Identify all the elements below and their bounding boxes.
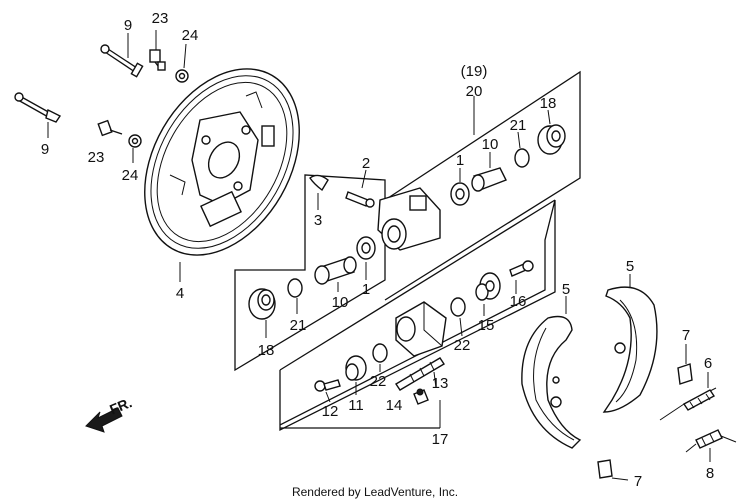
callout-7-lower: 7 [634, 473, 642, 490]
spring-6 [659, 387, 717, 421]
spring-21-upper [514, 148, 530, 168]
pin-14 [413, 388, 429, 405]
nut-24-left [128, 134, 142, 148]
callout-9-top: 9 [124, 17, 132, 34]
callout-8: 8 [706, 465, 714, 482]
callout-7-upper: 7 [682, 327, 690, 344]
callout-21-lower: 21 [290, 317, 307, 334]
direction-label: FR. [107, 394, 134, 417]
callout-22-lower: 22 [370, 373, 387, 390]
spring-8 [685, 429, 737, 453]
callout-24-top: 24 [182, 27, 199, 44]
piston-10-upper [471, 167, 507, 192]
bolt-9-top [100, 44, 144, 78]
callout-15: 15 [478, 317, 495, 334]
adjuster-body [395, 301, 447, 357]
callout-1-lower: 1 [362, 281, 370, 298]
callout-18-upper: 18 [540, 95, 557, 112]
bolt-9-left [14, 92, 62, 123]
callout-5-lower: 5 [562, 281, 570, 298]
adjuster-wheel-11 [345, 355, 367, 381]
callout-12: 12 [322, 403, 339, 420]
callout-2: 2 [362, 155, 370, 172]
callout-23-top: 23 [152, 10, 169, 27]
bolt-23-top [149, 49, 166, 71]
screw-12 [314, 379, 341, 392]
clip-7-lower [597, 459, 613, 479]
bleeder-cap [309, 174, 329, 192]
callout-9-left: 9 [41, 141, 49, 158]
bleeder-screw [345, 191, 375, 208]
callout-labels: 9 23 24 9 23 24 4 (19) 20 18 21 10 1 2 3… [41, 10, 714, 490]
callout-24-left: 24 [122, 167, 139, 184]
brake-shoe-upper [602, 286, 658, 413]
callout-3: 3 [314, 212, 322, 229]
front-direction-arrow [85, 407, 123, 433]
nut-24-top [175, 69, 189, 83]
callout-23-left: 23 [88, 149, 105, 166]
callout-14: 14 [386, 397, 403, 414]
callout-16: 16 [510, 293, 527, 310]
clip-22-lower [372, 343, 388, 363]
callout-19: (19) [461, 63, 488, 80]
wheel-cylinder [377, 187, 441, 251]
boot-18-lower [248, 288, 276, 320]
cup-1-upper [450, 182, 470, 206]
cup-1-lower [356, 236, 376, 260]
callout-22-upper: 22 [454, 337, 471, 354]
callout-13: 13 [432, 375, 449, 392]
wheel-cylinder-kit-box [234, 70, 581, 372]
adjuster-15 [475, 272, 501, 301]
callout-5-upper: 5 [626, 258, 634, 275]
callout-20: 20 [466, 83, 483, 100]
clip-7-upper [677, 363, 693, 385]
callout-4: 4 [176, 285, 184, 302]
callout-11: 11 [348, 397, 364, 414]
callout-10-lower: 10 [332, 294, 349, 311]
callout-21-upper: 21 [510, 117, 527, 134]
callout-10-upper: 10 [482, 136, 499, 153]
bolt-23-left [97, 119, 123, 137]
kit-box-17 [279, 199, 556, 432]
backing-plate [144, 68, 300, 256]
footer-credit: Rendered by LeadVenture, Inc. [291, 485, 459, 499]
clip-22-upper [450, 297, 466, 317]
screw-16 [509, 260, 534, 277]
spring-21-lower [287, 278, 303, 298]
callout-18-lower: 18 [258, 342, 275, 359]
brake-shoe-lower [521, 315, 582, 449]
spring-13 [395, 357, 445, 391]
boot-18-upper [537, 124, 566, 155]
callout-1-upper: 1 [456, 152, 464, 169]
callout-6: 6 [704, 355, 712, 372]
callout-17: 17 [432, 431, 449, 448]
piston-10-lower [314, 256, 357, 285]
